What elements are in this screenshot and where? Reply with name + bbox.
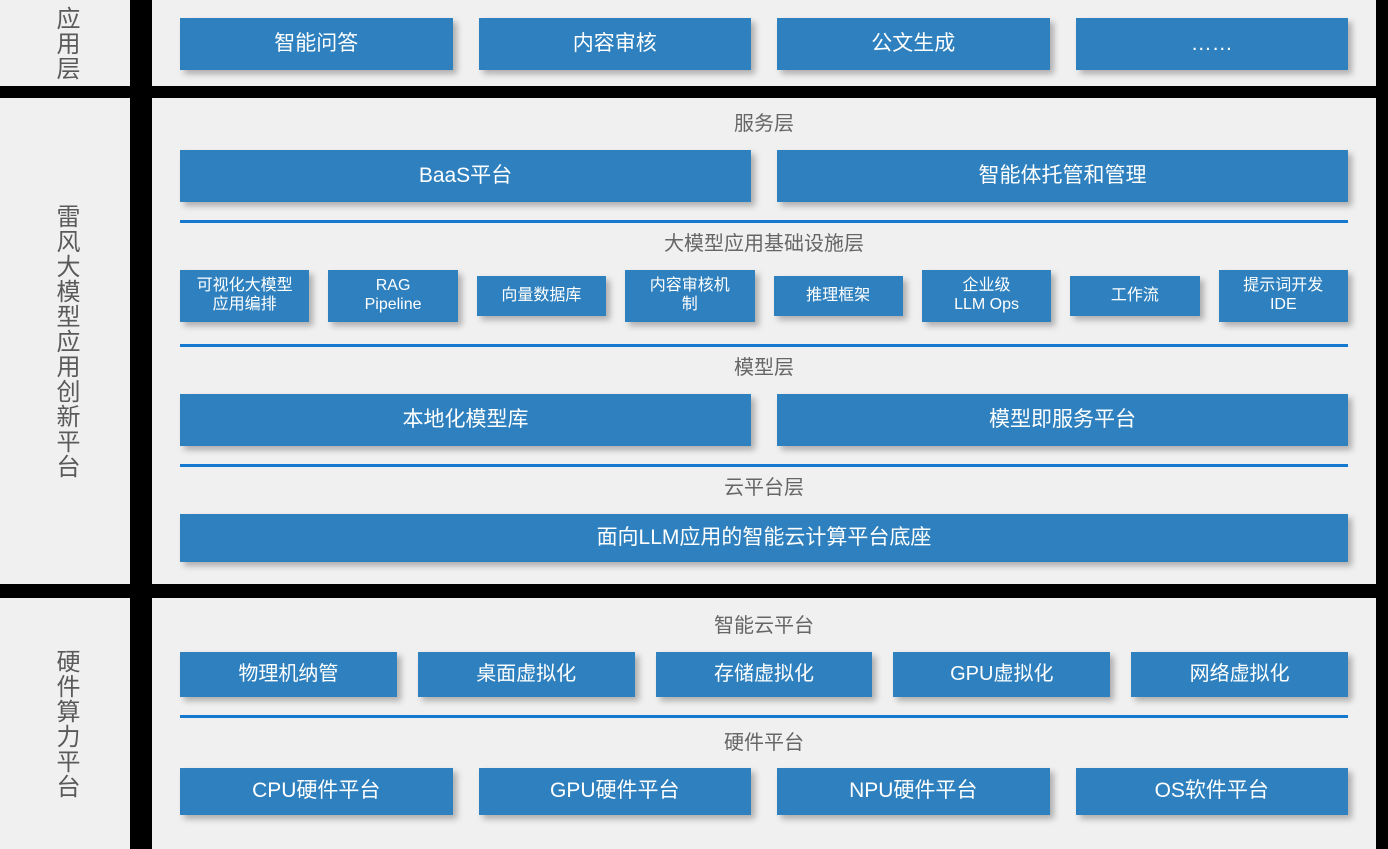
hw-box-gpu-platform[interactable]: GPU硬件平台: [478, 768, 751, 815]
cloud-box-gpu-virtualization[interactable]: GPU虚拟化: [893, 652, 1111, 697]
caption-hardware-platform: 硬件平台: [724, 732, 804, 754]
hw-box-npu-platform[interactable]: NPU硬件平台: [777, 768, 1050, 815]
app-box-ellipsis[interactable]: ……: [1075, 18, 1348, 70]
section-platform: 雷风大模型应用创新平台 服务层 BaaS平台 智能体托管和管理 大模型应用基础设…: [0, 98, 1388, 584]
infra-box-visual-orchestration[interactable]: 可视化大模型应用编排: [180, 270, 310, 322]
hw-box-os-platform[interactable]: OS软件平台: [1075, 768, 1348, 815]
caption-cloud-platform-layer: 云平台层: [724, 477, 804, 499]
caption-smart-cloud-platform: 智能云平台: [714, 615, 814, 637]
side-label-application-layer: 应用层: [0, 0, 130, 86]
column-gap-divider: [130, 0, 152, 86]
cloud-box-network-virtualization[interactable]: 网络虚拟化: [1131, 652, 1348, 697]
divider-infrastructure-model: [180, 344, 1348, 347]
side-label-platform: 雷风大模型应用创新平台: [0, 98, 130, 584]
service-box-baas-platform[interactable]: BaaS平台: [180, 150, 751, 202]
model-box-local-model-repository[interactable]: 本地化模型库: [180, 394, 751, 446]
column-gap-divider: [130, 598, 152, 849]
divider-model-cloud: [180, 464, 1348, 467]
cloud-box-physical-machine-management[interactable]: 物理机纳管: [180, 652, 397, 697]
cloud-box-storage-virtualization[interactable]: 存储虚拟化: [655, 652, 873, 697]
section-hardware: 硬件算力平台 智能云平台 物理机纳管 桌面虚拟化 存储虚拟化 GPU虚拟化 网络…: [0, 598, 1388, 849]
infra-box-content-review-mechanism[interactable]: 内容审核机制: [625, 270, 755, 322]
model-box-maas-platform[interactable]: 模型即服务平台: [777, 394, 1348, 446]
side-label-text: 雷风大模型应用创新平台: [52, 203, 80, 479]
section-application-layer: 应用层 智能问答 内容审核 公文生成 ……: [0, 0, 1388, 86]
caption-infrastructure-layer: 大模型应用基础设施层: [664, 233, 864, 255]
app-box-document-generation[interactable]: 公文生成: [777, 18, 1050, 70]
panel-application-layer: 智能问答 内容审核 公文生成 ……: [152, 0, 1376, 86]
cloud-box-desktop-virtualization[interactable]: 桌面虚拟化: [417, 652, 635, 697]
infra-box-vector-database[interactable]: 向量数据库: [476, 276, 607, 316]
hardware-box-row: CPU硬件平台 GPU硬件平台 NPU硬件平台 OS软件平台: [180, 768, 1348, 815]
side-label-text: 硬件算力平台: [52, 648, 80, 799]
application-box-row: 智能问答 内容审核 公文生成 ……: [180, 18, 1348, 70]
panel-platform: 服务层 BaaS平台 智能体托管和管理 大模型应用基础设施层 可视化大模型应用编…: [152, 98, 1376, 584]
panel-hardware: 智能云平台 物理机纳管 桌面虚拟化 存储虚拟化 GPU虚拟化 网络虚拟化 硬件平…: [152, 598, 1376, 849]
app-box-intelligent-qa[interactable]: 智能问答: [180, 18, 453, 70]
caption-model-layer: 模型层: [734, 357, 794, 379]
hw-box-cpu-platform[interactable]: CPU硬件平台: [180, 768, 453, 815]
column-gap-divider: [130, 98, 152, 584]
divider-smartcloud-hardware: [180, 715, 1348, 718]
side-label-hardware: 硬件算力平台: [0, 598, 130, 849]
smart-cloud-box-row: 物理机纳管 桌面虚拟化 存储虚拟化 GPU虚拟化 网络虚拟化: [180, 652, 1348, 697]
cloud-box-row: 面向LLM应用的智能云计算平台底座: [180, 514, 1348, 562]
service-box-row: BaaS平台 智能体托管和管理: [180, 150, 1348, 202]
caption-service-layer: 服务层: [734, 113, 794, 135]
divider-service-infrastructure: [180, 220, 1348, 223]
infra-box-inference-framework[interactable]: 推理框架: [773, 276, 903, 316]
cloud-box-llm-cloud-foundation[interactable]: 面向LLM应用的智能云计算平台底座: [180, 514, 1348, 562]
service-box-agent-hosting-management[interactable]: 智能体托管和管理: [777, 150, 1348, 202]
infra-box-workflow[interactable]: 工作流: [1070, 276, 1200, 316]
app-box-content-review[interactable]: 内容审核: [478, 18, 751, 70]
side-label-text: 应用层: [52, 5, 80, 81]
model-box-row: 本地化模型库 模型即服务平台: [180, 394, 1348, 446]
